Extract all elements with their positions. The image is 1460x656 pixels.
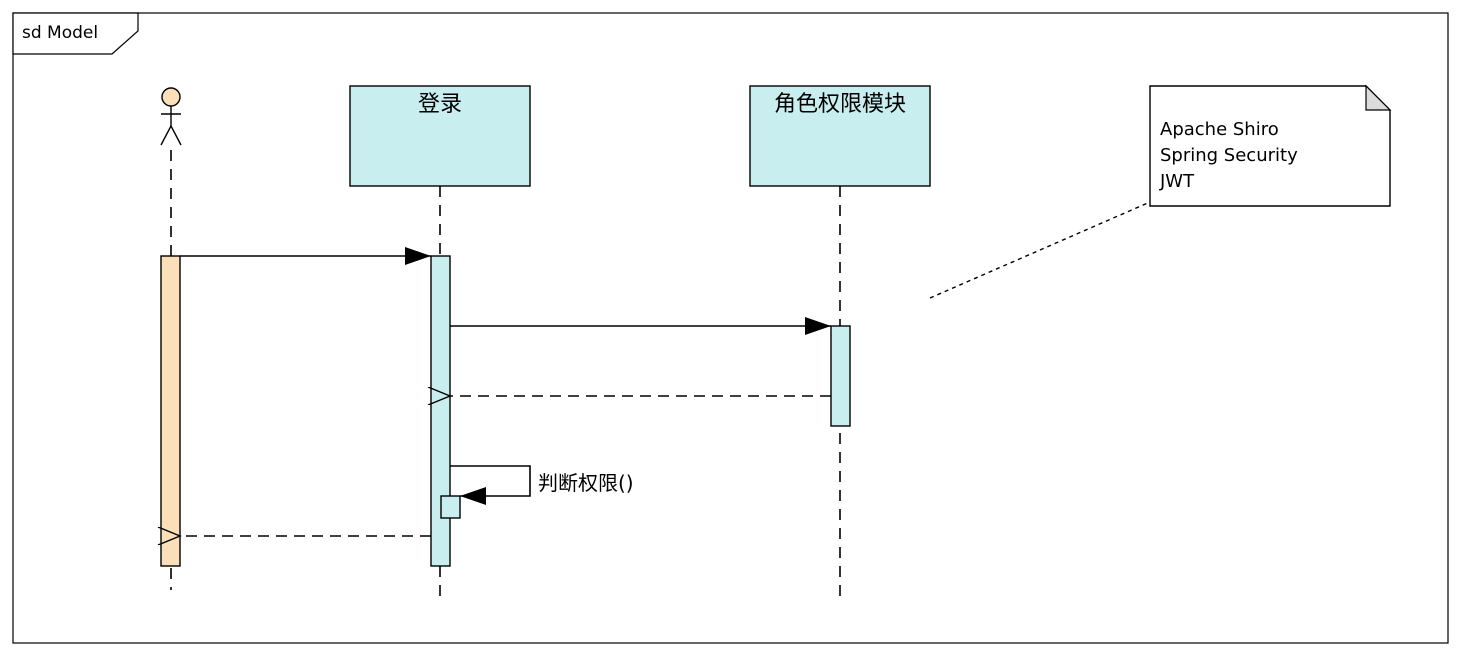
note-line-2: Spring Security: [1160, 145, 1298, 166]
note-line-1: Apache Shiro: [1160, 119, 1279, 140]
note[interactable]: Apache Shiro Spring Security JWT: [1149, 84, 1392, 207]
note-connector: [929, 201, 1151, 299]
actor-left-leg: [160, 125, 172, 146]
note-box: [1149, 85, 1391, 207]
role-permission-participant-box: [749, 85, 931, 187]
actor-activation-bar: [160, 255, 181, 567]
frame-label: sd Model: [22, 23, 98, 43]
self-message-check-permission[interactable]: [450, 465, 531, 505]
login-participant-label: 登录: [418, 92, 462, 117]
login-self-call-activation: [440, 495, 461, 519]
actor-head: [161, 87, 181, 107]
frame-label-tab: [12, 12, 139, 55]
note-line-3: JWT: [1159, 171, 1195, 192]
self-message-label: 判断权限(): [538, 471, 634, 495]
role-permission-participant-label: 角色权限模块: [774, 92, 906, 117]
role-permission-activation-bar: [830, 325, 851, 427]
note-folded-corner: [1365, 84, 1392, 111]
login-participant[interactable]: 登录: [349, 85, 531, 187]
actor-right-leg: [170, 125, 182, 146]
diagram-frame: [12, 12, 1449, 644]
login-activation-bar: [430, 255, 451, 567]
login-participant-box: [349, 85, 531, 187]
actor-figure[interactable]: [160, 87, 182, 146]
role-permission-participant[interactable]: 角色权限模块: [749, 85, 931, 187]
